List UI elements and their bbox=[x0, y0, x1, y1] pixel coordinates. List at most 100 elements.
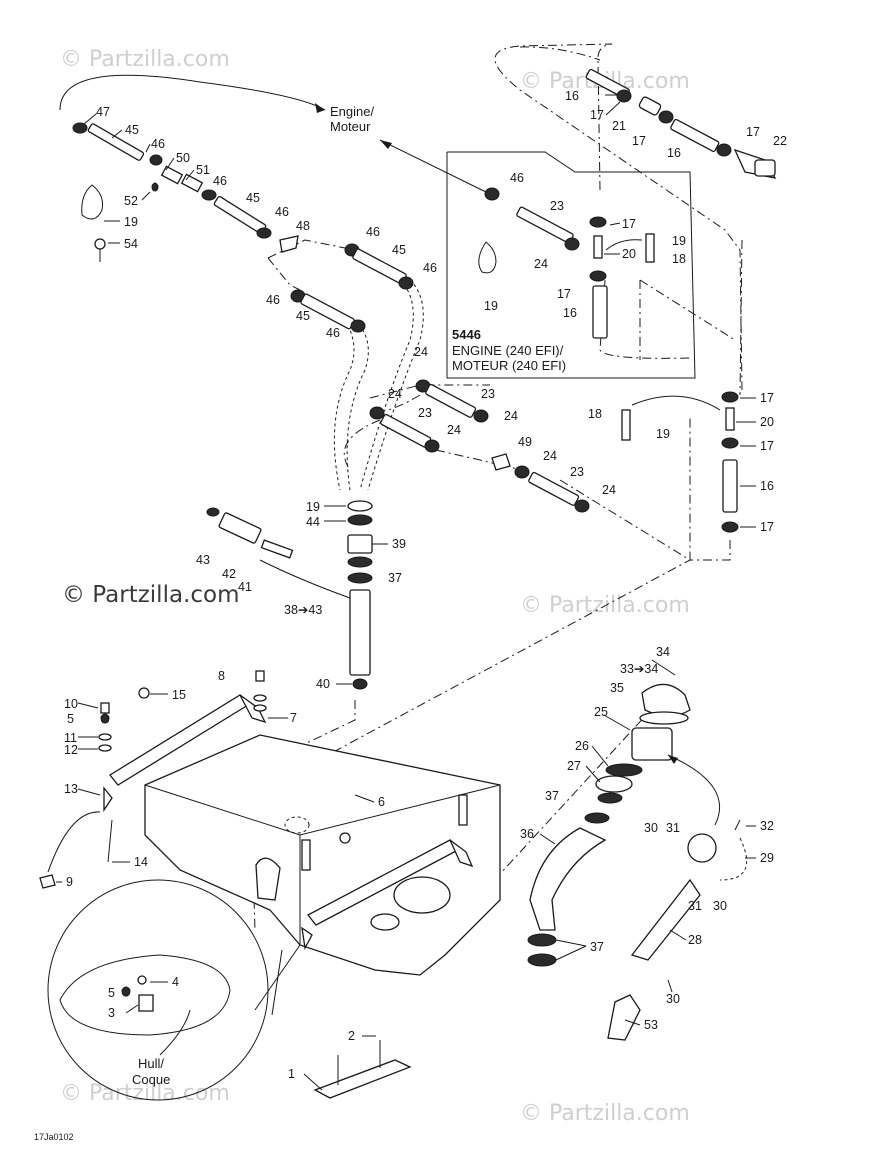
callout-24: 24 bbox=[602, 483, 616, 497]
callout-14: 14 bbox=[134, 855, 148, 869]
callout-30: 30 bbox=[666, 992, 680, 1006]
hull-detail: Hull/ Coque bbox=[47, 879, 301, 1101]
engine-label-line2: Moteur bbox=[330, 119, 371, 134]
watermark-bottom-right: © Partzilla.com bbox=[520, 1101, 690, 1126]
callout-24: 24 bbox=[534, 257, 548, 271]
watermark-mid-left: © Partzilla.com bbox=[62, 582, 240, 608]
watermark-bottom-left: © Partzilla.com bbox=[60, 1081, 230, 1106]
callout-17: 17 bbox=[557, 287, 571, 301]
callout-18: 18 bbox=[588, 407, 602, 421]
callout-53: 53 bbox=[644, 1018, 658, 1032]
callout-36: 36 bbox=[520, 827, 534, 841]
callout-17: 17 bbox=[760, 520, 774, 534]
callout-5: 5 bbox=[108, 986, 115, 1000]
callout-12: 12 bbox=[64, 743, 78, 757]
callout-17: 17 bbox=[632, 134, 646, 148]
callout-47: 47 bbox=[96, 105, 110, 119]
middle-hoses bbox=[369, 379, 590, 513]
callout-19: 19 bbox=[672, 234, 686, 248]
callout-3: 3 bbox=[108, 1006, 115, 1020]
callout-30: 30 bbox=[644, 821, 658, 835]
callout-30: 30 bbox=[713, 899, 727, 913]
callout-25: 25 bbox=[594, 705, 608, 719]
callout-50: 50 bbox=[176, 151, 190, 165]
callout-39: 39 bbox=[392, 537, 406, 551]
callout-31: 31 bbox=[666, 821, 680, 835]
bolts-left bbox=[98, 670, 468, 871]
callout-37: 37 bbox=[590, 940, 604, 954]
callout-43: 43 bbox=[196, 553, 210, 567]
callout-22: 22 bbox=[773, 134, 787, 148]
callout-23: 23 bbox=[570, 465, 584, 479]
callout-44: 44 bbox=[306, 515, 320, 529]
right-fittings bbox=[621, 391, 739, 533]
hull-label-line2: Coque bbox=[132, 1072, 170, 1087]
callout-9: 9 bbox=[66, 875, 73, 889]
callout-17: 17 bbox=[622, 217, 636, 231]
callout-10: 10 bbox=[64, 697, 78, 711]
callout-46: 46 bbox=[213, 174, 227, 188]
top-right-hoses bbox=[585, 68, 777, 179]
callout-16: 16 bbox=[565, 89, 579, 103]
callout-19: 19 bbox=[484, 299, 498, 313]
callout-46: 46 bbox=[151, 137, 165, 151]
callout-23: 23 bbox=[418, 406, 432, 420]
callout-1: 1 bbox=[288, 1067, 295, 1081]
callout-11: 11 bbox=[64, 731, 77, 745]
fuel-tank bbox=[144, 734, 501, 976]
callout-2: 2 bbox=[348, 1029, 355, 1043]
callout-45: 45 bbox=[125, 123, 139, 137]
callout-48: 48 bbox=[296, 219, 310, 233]
callout-4: 4 bbox=[172, 975, 179, 989]
hull-label-line1: Hull/ bbox=[138, 1056, 164, 1071]
callout-16: 16 bbox=[760, 479, 774, 493]
watermarks: © Partzilla.com © Partzilla.com © Partzi… bbox=[60, 47, 690, 1126]
callout-46: 46 bbox=[366, 225, 380, 239]
callout-51: 51 bbox=[196, 163, 210, 177]
callout-24: 24 bbox=[447, 423, 461, 437]
callout-24: 24 bbox=[388, 387, 402, 401]
callout-19: 19 bbox=[306, 500, 320, 514]
callout-6: 6 bbox=[378, 795, 385, 809]
callout-20: 20 bbox=[760, 415, 774, 429]
callout-37: 37 bbox=[388, 571, 402, 585]
callout-24: 24 bbox=[504, 409, 518, 423]
callout-38-43: 38➔43 bbox=[284, 603, 322, 617]
callout-16: 16 bbox=[667, 146, 681, 160]
callout-20: 20 bbox=[622, 247, 636, 261]
callout-45: 45 bbox=[392, 243, 406, 257]
callout-46: 46 bbox=[326, 326, 340, 340]
callout-17: 17 bbox=[760, 439, 774, 453]
callout-46: 46 bbox=[423, 261, 437, 275]
callout-19: 19 bbox=[124, 215, 138, 229]
callout-37: 37 bbox=[545, 789, 559, 803]
engine-pointer: Engine/ Moteur bbox=[59, 74, 493, 196]
callout-23: 23 bbox=[550, 199, 564, 213]
callout-19: 19 bbox=[656, 427, 670, 441]
inset-line1: ENGINE (240 EFI)/ bbox=[452, 343, 564, 358]
filler-assembly bbox=[527, 683, 748, 1041]
callout-35: 35 bbox=[610, 681, 624, 695]
callout-46: 46 bbox=[266, 293, 280, 307]
leader-lines bbox=[56, 94, 756, 1091]
callout-23: 23 bbox=[481, 387, 495, 401]
callout-41: 41 bbox=[238, 580, 252, 594]
callout-45: 45 bbox=[296, 309, 310, 323]
callouts: 47 45 46 50 51 52 46 45 46 48 19 54 46 4… bbox=[64, 89, 787, 1081]
callout-42: 42 bbox=[222, 567, 236, 581]
straps bbox=[103, 694, 474, 1016]
engine-label-line1: Engine/ bbox=[330, 104, 374, 119]
inset-box-5446: 5446 ENGINE (240 EFI)/ MOTEUR (240 EFI) bbox=[446, 151, 696, 379]
callout-15: 15 bbox=[172, 688, 186, 702]
callout-8: 8 bbox=[218, 669, 225, 683]
callout-29: 29 bbox=[760, 851, 774, 865]
callout-17: 17 bbox=[760, 391, 774, 405]
callout-54: 54 bbox=[124, 237, 138, 251]
callout-28: 28 bbox=[688, 933, 702, 947]
callout-17: 17 bbox=[746, 125, 760, 139]
callout-13: 13 bbox=[64, 782, 78, 796]
callout-24: 24 bbox=[543, 449, 557, 463]
callout-21: 21 bbox=[612, 119, 626, 133]
